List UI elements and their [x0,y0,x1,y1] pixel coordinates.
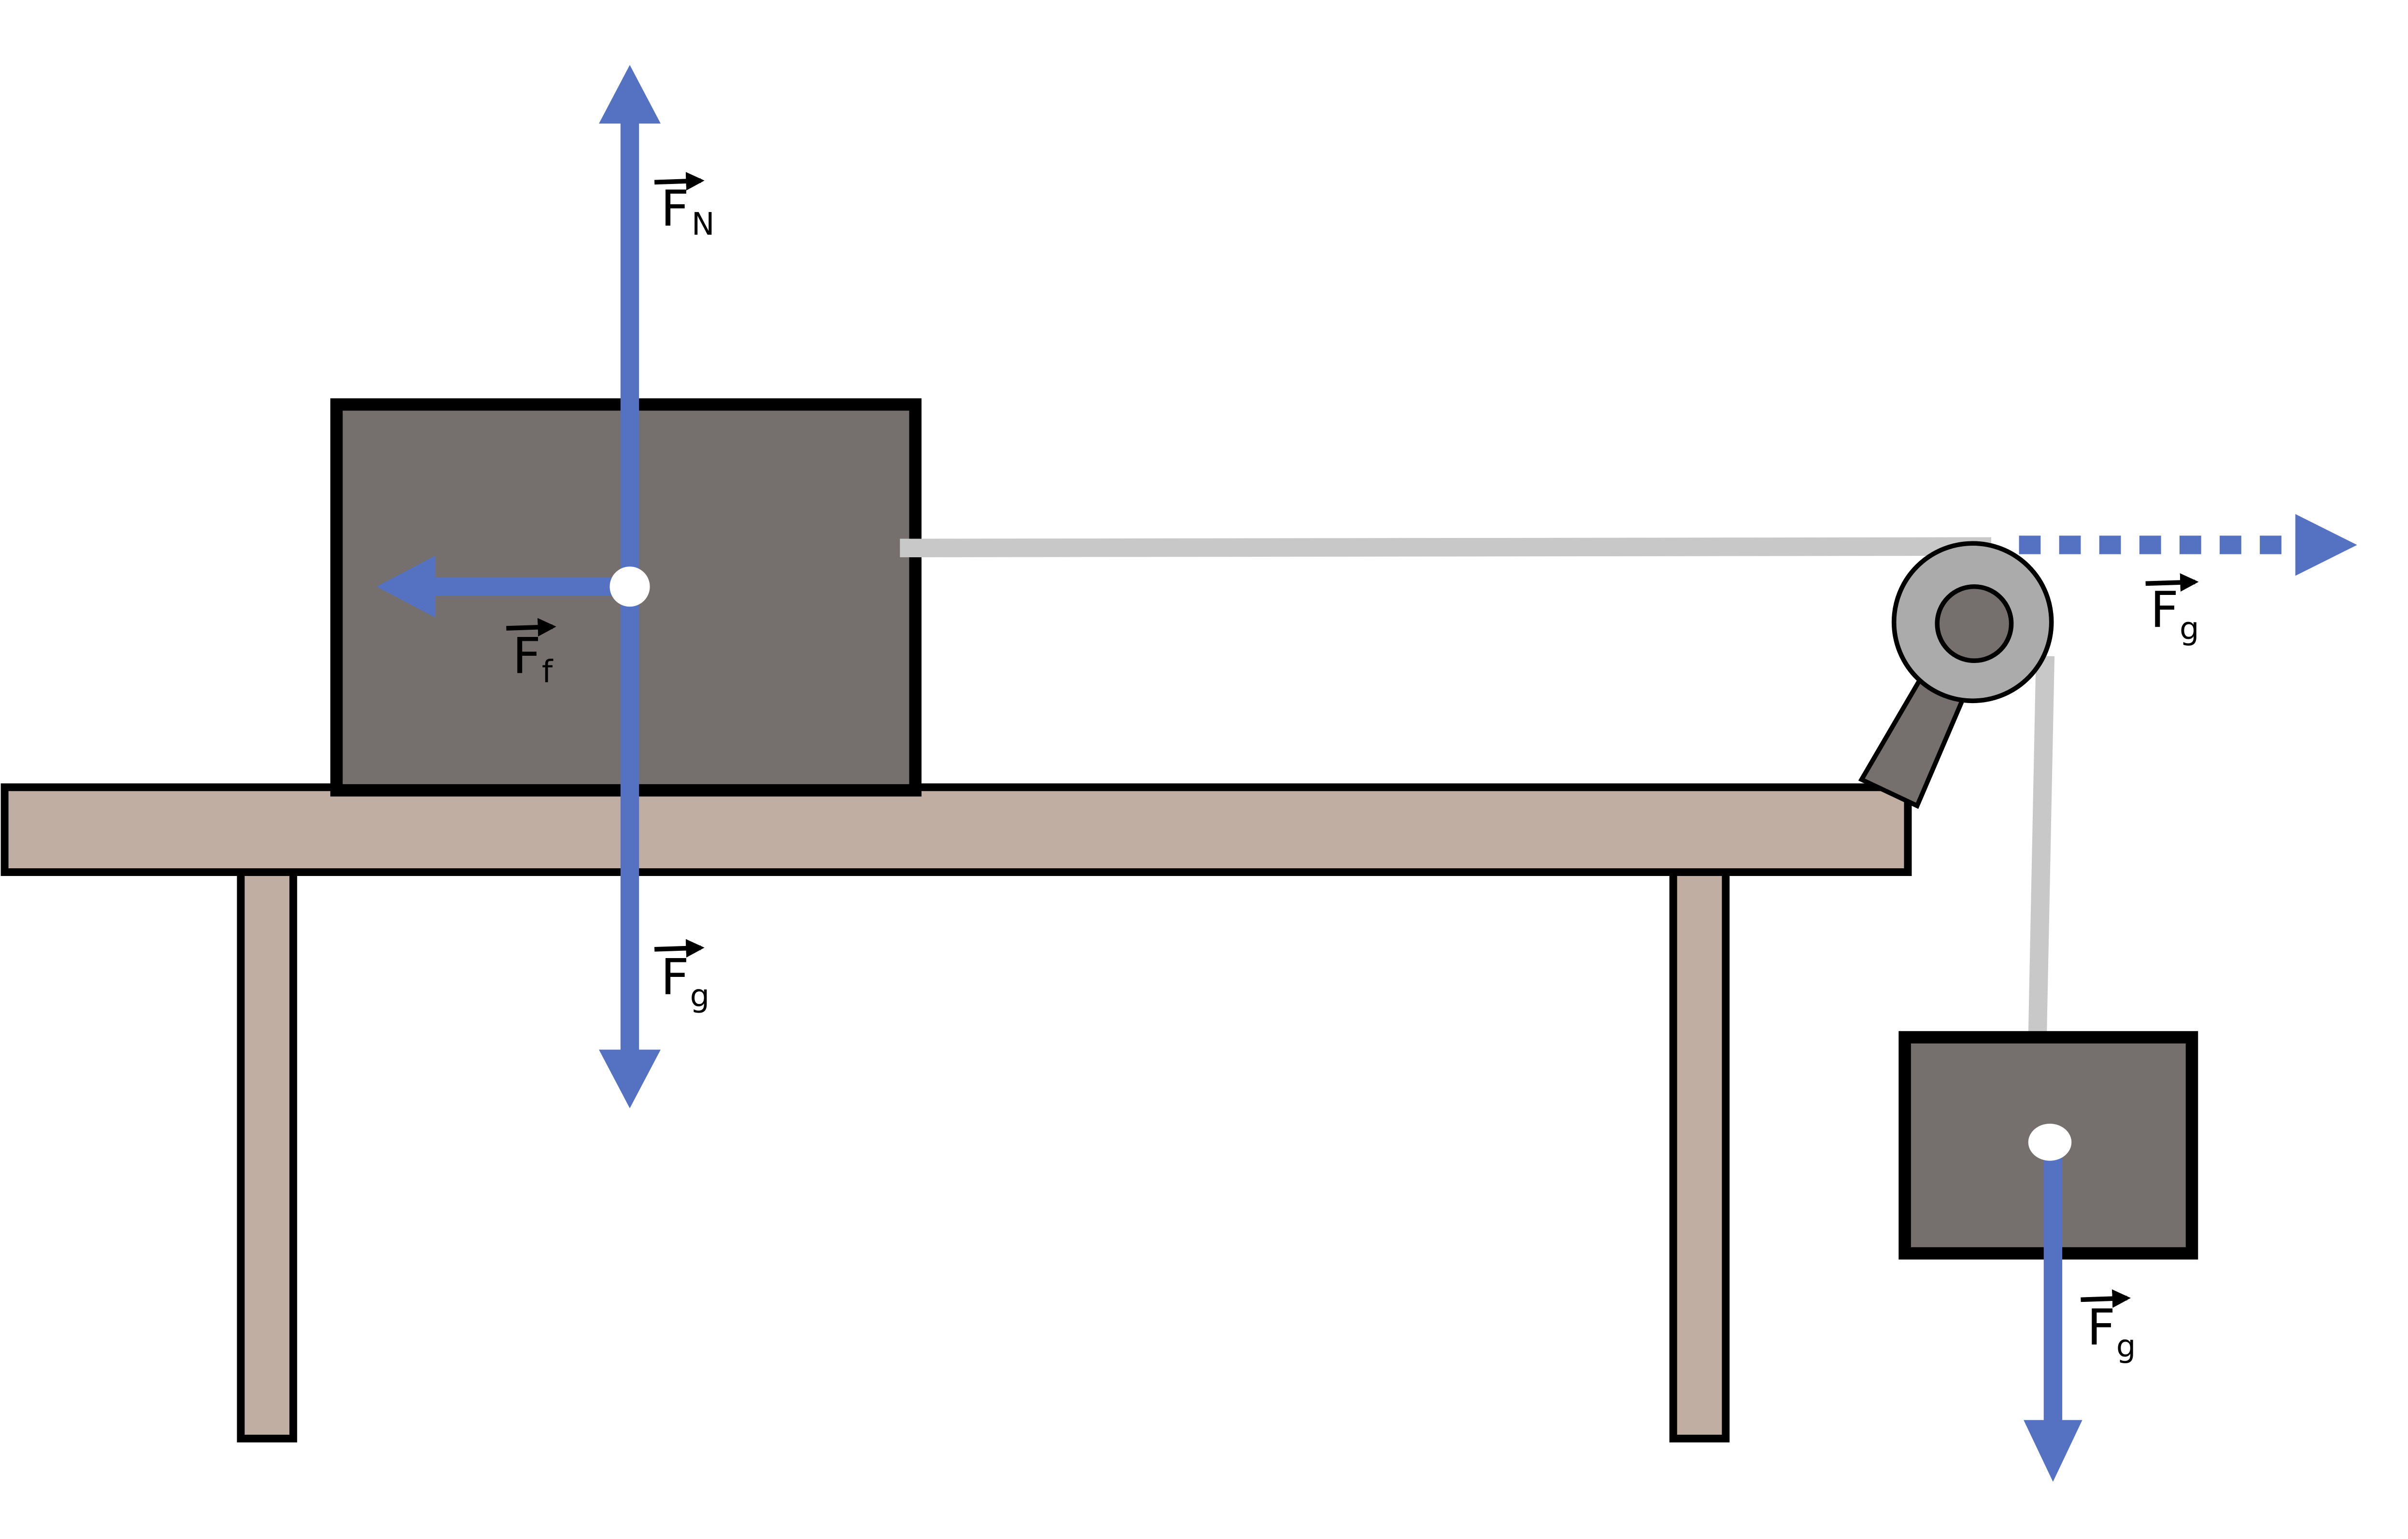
gravity-force-arrow-block2 [2024,1150,2082,1482]
tension-force-dashed-arrow [2019,514,2357,576]
center-of-mass-dot-block1 [609,566,650,607]
svg-text:F: F [661,949,689,1006]
label-tension-dashed: F g [2145,573,2199,647]
svg-text:g: g [2116,1329,2136,1365]
table-top [0,783,1912,876]
normal-force-arrow [599,65,661,587]
label-normal-force: F N [654,172,715,242]
table-leg-left [237,865,297,1443]
svg-text:F: F [2087,1299,2115,1356]
svg-text:F: F [661,180,689,238]
label-gravity-block2: F g [2081,1289,2136,1365]
svg-text:F: F [512,628,541,685]
svg-text:f: f [542,654,553,690]
svg-text:g: g [690,978,710,1014]
pulley-axle [1935,584,2014,663]
svg-text:g: g [2180,611,2199,647]
rope-horizontal [900,537,1992,558]
rope-vertical [2028,656,2055,1035]
label-friction-force: F f [506,618,556,690]
label-gravity-block1: F g [654,939,710,1014]
gravity-force-arrow-block1 [599,586,661,1109]
table-leg-right [1669,865,1730,1443]
center-of-mass-dot-block2 [2028,1124,2072,1161]
svg-text:N: N [692,207,715,242]
friction-force-arrow [376,555,630,618]
svg-text:F: F [2150,581,2179,639]
